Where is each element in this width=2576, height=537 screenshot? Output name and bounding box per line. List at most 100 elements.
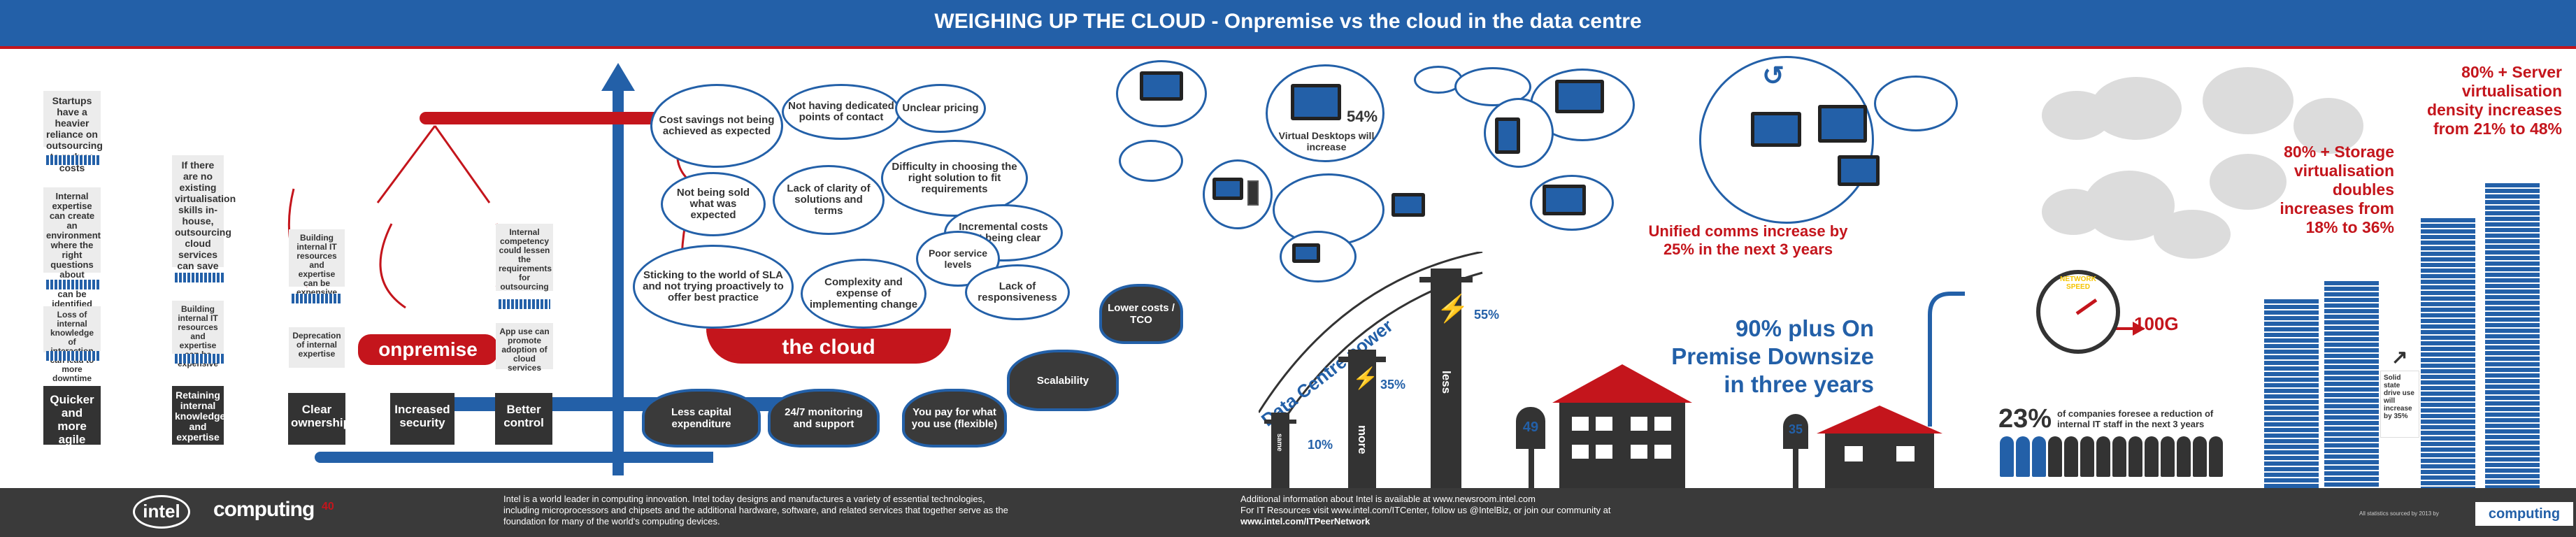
power-percent: 10% xyxy=(1308,438,1333,452)
tablet-icon xyxy=(1838,155,1880,186)
lightning-icon: ⚡ xyxy=(1436,294,1470,324)
scale-arrow-up xyxy=(601,63,635,475)
cloud-benefit: Scalability xyxy=(1007,350,1119,411)
up-arrow-icon: ↗ xyxy=(2391,346,2408,368)
desktop-monitor-icon xyxy=(1212,178,1243,200)
large-house-icon xyxy=(1552,364,1692,488)
power-word: less xyxy=(1440,371,1453,394)
device-cloud xyxy=(1414,66,1463,94)
desktop-monitor-icon xyxy=(1292,243,1320,263)
fact-card: If there are no existing virtualisation … xyxy=(172,155,236,282)
header-red-rule xyxy=(0,46,2576,49)
mailbox-number: 35 xyxy=(1788,422,1803,436)
device-cloud xyxy=(1530,175,1614,231)
staff-percent: 23% xyxy=(1998,404,2052,434)
laptop-icon xyxy=(1818,105,1867,143)
server-rack-icon xyxy=(2485,183,2540,488)
network-speed: 100G xyxy=(2134,313,2179,334)
power-percent: 35% xyxy=(1380,378,1406,392)
tablet-icon xyxy=(1543,185,1586,215)
device-cloud xyxy=(1874,76,1958,131)
mailbox-number: 49 xyxy=(1522,420,1539,435)
virtual-desktop-percent: 54% xyxy=(1347,108,1378,125)
staff-text: of companies foresee a reduction of inte… xyxy=(2057,408,2214,429)
people-icon-row xyxy=(46,155,101,165)
mailbox-icon xyxy=(1783,414,1808,449)
header-bar xyxy=(0,0,2576,46)
desktop-monitor-icon xyxy=(1391,193,1425,217)
device-cloud xyxy=(1119,140,1183,182)
fact-card: Startups have a heavier reliance on outs… xyxy=(43,91,103,173)
power-pole-same xyxy=(1271,413,1289,488)
computing-logo[interactable]: computing xyxy=(213,498,315,521)
scale-base xyxy=(315,452,713,463)
gauge-label: NETWORK SPEED xyxy=(2060,275,2096,291)
power-word: more xyxy=(1356,425,1369,454)
scale-card: Building internal IT resources and exper… xyxy=(289,229,345,297)
ssd-stat: Solid state drive use will increase by 3… xyxy=(2380,371,2419,438)
grey-cloud xyxy=(2294,98,2363,154)
benefit-box: Retaining internal knowledge and experti… xyxy=(172,386,225,445)
sync-arrow-icon: ↺ xyxy=(1762,62,1784,91)
desktop-tower-icon xyxy=(1247,180,1259,206)
people-icon-row xyxy=(46,351,101,361)
server-stat: 80% + Server virtualisation density incr… xyxy=(2426,63,2562,138)
onpremise-benefit: Better control xyxy=(495,393,552,445)
lightning-icon: ⚡ xyxy=(1352,367,1379,390)
cloud-benefit: 24/7 monitoring and support xyxy=(768,389,880,448)
server-rack-icon xyxy=(2421,218,2475,488)
people-icon-row xyxy=(175,273,224,282)
people-icon-row xyxy=(499,299,550,309)
power-pole-less xyxy=(1431,268,1461,488)
server-rack-icon xyxy=(2264,299,2319,488)
footer-community-link[interactable]: www.intel.com/ITPeerNetwork xyxy=(1240,516,1371,527)
staff-people-icons xyxy=(2000,436,2231,485)
footer-info-line: Additional information about Intel is av… xyxy=(1240,494,1536,504)
grey-cloud xyxy=(2091,77,2182,140)
scale-beam xyxy=(420,112,699,124)
tablet-icon xyxy=(1495,117,1520,154)
grey-cloud xyxy=(2210,154,2287,210)
people-icon-row xyxy=(175,354,224,364)
onpremise-benefit: Increased security xyxy=(390,393,455,445)
power-word: same xyxy=(1275,434,1283,452)
onpremise-label: onpremise xyxy=(358,334,498,365)
cloud-benefit: You pay for what you use (flexible) xyxy=(902,389,1007,448)
scale-card: App use can promote adoption of cloud se… xyxy=(496,323,553,373)
fact-card: Loss of internal knowledge of interactio… xyxy=(43,306,101,383)
computing-logo-sup: 40 xyxy=(322,501,334,513)
unified-comms-stat: Unified comms increase by 25% in the nex… xyxy=(1648,222,1848,258)
storage-stat: 80% + Storage virtualisation doubles inc… xyxy=(2280,143,2394,236)
issue-cloud: Lack of responsiveness xyxy=(965,264,1070,320)
power-percent: 55% xyxy=(1474,308,1500,322)
cloud-benefit: Less capital expenditure xyxy=(642,389,761,448)
downsize-stat: 90% plus On Premise Downsize in three ye… xyxy=(1671,315,1874,397)
benefit-box: Quicker and more agile response xyxy=(43,386,101,459)
intel-logo[interactable]: intel xyxy=(133,495,190,529)
desktop-monitor-icon xyxy=(1140,71,1183,101)
footer-info-line: For IT Resources visit www.intel.com/ITC… xyxy=(1240,505,1611,515)
footer-intel-description: Intel is a world leader in computing inn… xyxy=(503,494,1008,527)
page-title: WEIGHING UP THE CLOUD - Onpremise vs the… xyxy=(934,10,1642,33)
grey-cloud xyxy=(2154,210,2231,259)
server-rack-icon xyxy=(2324,281,2379,488)
scale-card: Deprecation of internal expertise xyxy=(289,327,345,368)
issue-cloud: Not being sold what was expected xyxy=(661,172,766,236)
desktop-monitor-icon xyxy=(1751,112,1801,147)
fact-card: Internal expertise can create an environ… xyxy=(43,187,101,309)
small-house-icon xyxy=(1817,406,1942,488)
issue-cloud: Not having dedicated points of contact xyxy=(782,84,901,140)
people-icon-row xyxy=(46,280,101,289)
computing-small-logo[interactable]: computing xyxy=(2475,502,2573,526)
cloud-pan-label: the cloud xyxy=(782,336,875,359)
issue-cloud: Complexity and expense of implementing c… xyxy=(801,259,926,329)
mailbox-icon xyxy=(1516,407,1545,449)
fact-card: Building internal IT resources and exper… xyxy=(172,301,224,368)
desktop-monitor-icon xyxy=(1291,84,1341,120)
issue-cloud: Unclear pricing xyxy=(895,84,986,133)
people-icon-row xyxy=(292,294,342,303)
cloud-benefit: Lower costs / TCO xyxy=(1099,284,1183,344)
cloud-pan xyxy=(706,329,951,364)
footer xyxy=(0,488,2576,537)
